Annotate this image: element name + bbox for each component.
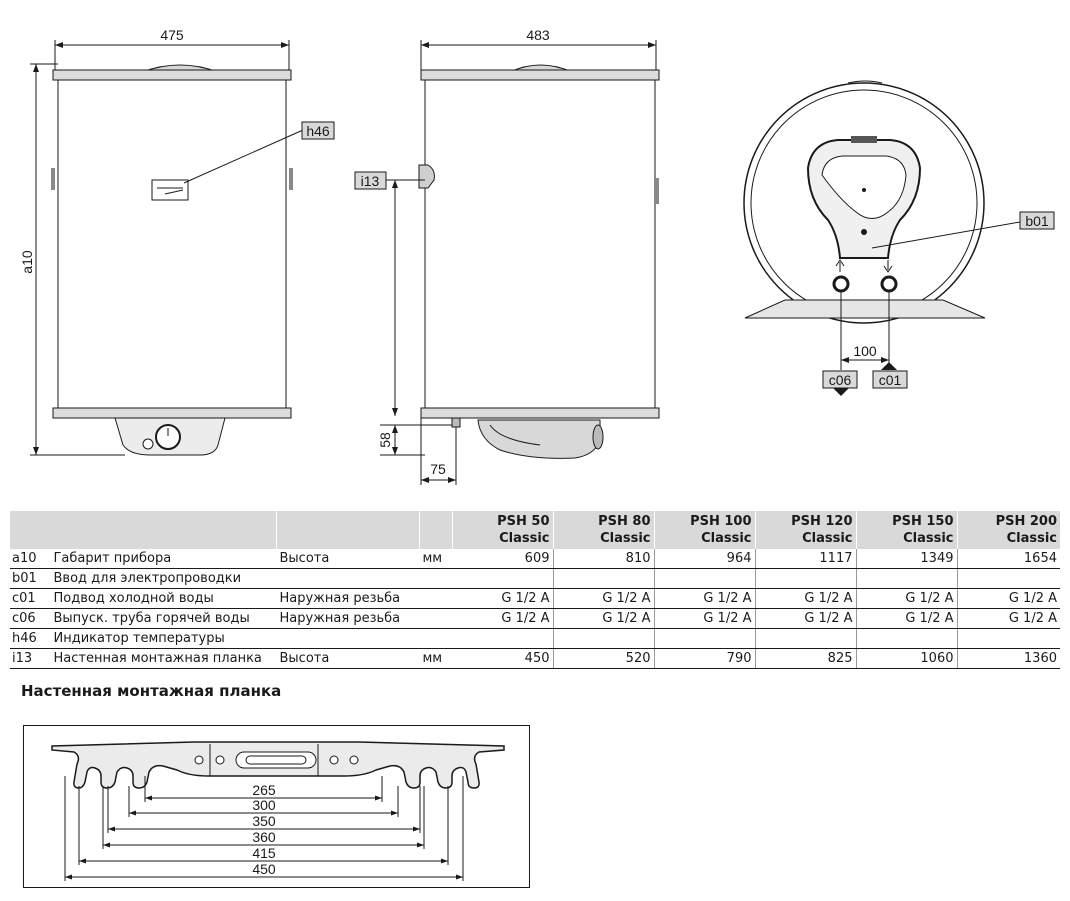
header-blank-param xyxy=(276,511,420,549)
dim-height-label: a10 xyxy=(19,250,35,274)
plate-dim-450: 450 xyxy=(252,861,276,877)
callout-i13: i13 xyxy=(354,171,387,190)
svg-text:c06: c06 xyxy=(829,372,852,388)
header-blank-unit xyxy=(419,511,453,549)
table-row: c01 Подвод холодной воды Наружная резьба… xyxy=(10,588,1060,609)
technical-drawings: 475 a10 h46 483 xyxy=(19,27,1055,485)
table-row: b01 Ввод для электропроводки xyxy=(10,568,1060,589)
table-row: c06 Выпуск. труба горячей воды Наружная … xyxy=(10,608,1060,629)
callout-c06: c06 xyxy=(822,370,858,389)
plate-dim-300: 300 xyxy=(252,797,276,813)
dim-front-width: 475 xyxy=(160,27,184,43)
callout-c01: c01 xyxy=(872,370,908,389)
table-row: h46 Индикатор температуры xyxy=(10,628,1060,649)
bottom-view: 100 xyxy=(743,80,1021,396)
dim-side-width: 483 xyxy=(526,27,550,43)
dim-pipe-spacing: 100 xyxy=(853,343,877,359)
svg-text:i13: i13 xyxy=(361,173,380,189)
table-row: a10 Габарит прибора Высота мм 609 810 96… xyxy=(10,549,1060,569)
plate-svg: 265 300 350 360 415 450 xyxy=(51,741,505,881)
mounting-plate-drawing: 265 300 350 360 415 450 xyxy=(23,725,530,888)
hot-water-pipe xyxy=(832,275,850,293)
dim-bracket-offset: 75 xyxy=(430,461,446,477)
front-view: 475 a10 xyxy=(19,27,304,456)
plate-title: Настенная монтажная планка xyxy=(21,682,282,700)
plate-dim-360: 360 xyxy=(252,829,276,845)
callout-b01: b01 xyxy=(1019,211,1055,230)
side-view: 483 58 75 xyxy=(377,27,660,485)
callout-h46: h46 xyxy=(301,121,335,140)
header-blank-name xyxy=(10,511,277,549)
thermostat-knob xyxy=(155,424,181,450)
cold-water-pipe xyxy=(880,275,898,293)
svg-text:b01: b01 xyxy=(1025,213,1049,229)
dim-bottom-offset: 58 xyxy=(377,432,393,448)
svg-text:h46: h46 xyxy=(306,123,330,139)
plate-dim-415: 415 xyxy=(252,845,276,861)
table-row: i13 Настенная монтажная планка Высота мм… xyxy=(10,648,1060,669)
plate-dim-265: 265 xyxy=(252,782,276,798)
temperature-indicator xyxy=(151,179,189,201)
plate-dim-350: 350 xyxy=(252,813,276,829)
svg-text:c01: c01 xyxy=(879,372,902,388)
